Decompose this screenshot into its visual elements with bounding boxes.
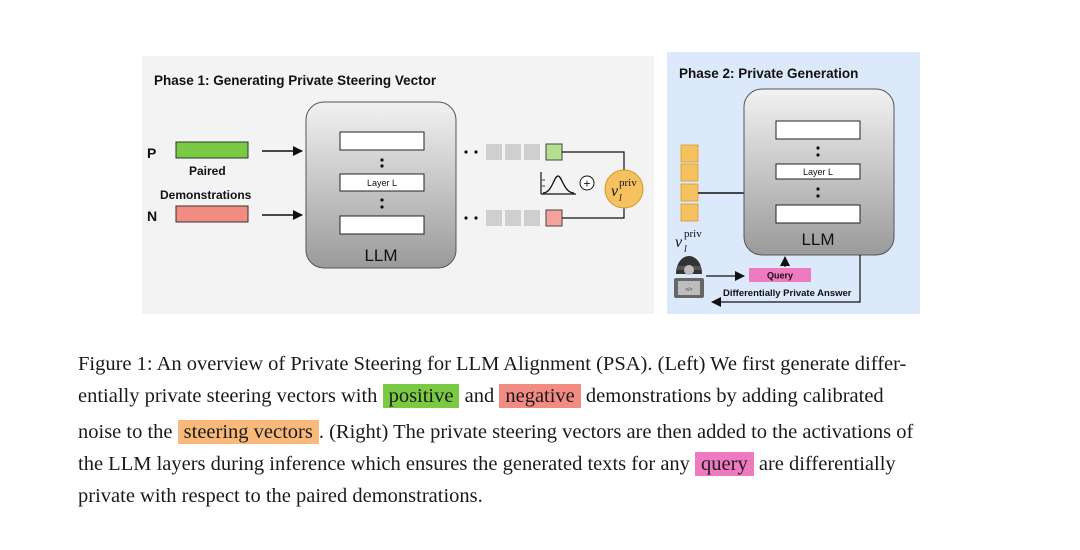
private-steering-vector-phase2: v priv l xyxy=(675,228,702,255)
phase1-title: Phase 1: Generating Private Steering Vec… xyxy=(154,73,437,88)
svg-text:+: + xyxy=(583,177,590,191)
label-p: P xyxy=(147,145,156,161)
paired-label: Paired xyxy=(189,164,226,178)
phase2-title: Phase 2: Private Generation xyxy=(679,66,858,81)
svg-text:v: v xyxy=(675,234,683,251)
llm2-layer-l xyxy=(775,163,861,180)
negative-activation-cell xyxy=(545,209,563,227)
activation-row-negative xyxy=(464,209,563,227)
negative-demo-bar xyxy=(175,205,249,223)
llm-layer-l xyxy=(339,173,425,192)
activation-row-positive xyxy=(464,143,563,161)
connector-positive xyxy=(562,151,625,170)
private-steering-vector-phase1: v priv l xyxy=(604,169,644,209)
llm-label-phase2: LLM xyxy=(801,230,834,249)
caption-line-2: entially private steering vectors with p… xyxy=(78,384,884,408)
answer-label: Differentially Private Answer xyxy=(723,288,852,299)
arrow-llm-to-answer xyxy=(711,255,861,307)
phase1-panel: Phase 1: Generating Private Steering Vec… xyxy=(142,56,654,314)
caption-line-1: Figure 1: An overview of Private Steerin… xyxy=(78,353,907,375)
gaussian-noise-icon xyxy=(540,172,576,195)
svg-text:priv: priv xyxy=(684,228,702,240)
add-noise-icon: + xyxy=(579,175,595,191)
connector-negative xyxy=(562,208,625,219)
llm-layer-bottom xyxy=(339,215,425,235)
llm2-layer-top xyxy=(775,120,861,140)
highlight-steering-vectors: steering vectors xyxy=(177,420,319,444)
svg-text:l: l xyxy=(684,244,687,255)
highlight-query: query xyxy=(695,452,754,476)
llm-box-phase2: Layer L LLM xyxy=(743,88,895,256)
figure-diagram: Phase 1: Generating Private Steering Vec… xyxy=(142,52,920,314)
layer-l-label-phase2: Layer L xyxy=(803,167,833,177)
caption-line-4: the LLM layers during inference which en… xyxy=(78,452,896,476)
hacker-user-icon: </> xyxy=(674,256,704,298)
layer-l-label: Layer L xyxy=(367,178,397,188)
llm-layer-top xyxy=(339,131,425,151)
figure-caption: Figure 1: An overview of Private Steerin… xyxy=(78,348,978,512)
positive-demo-bar xyxy=(175,141,249,159)
label-n: N xyxy=(147,208,157,224)
demonstrations-label: Demonstrations xyxy=(160,188,252,202)
caption-line-5: private with respect to the paired demon… xyxy=(78,485,483,507)
positive-activation-cell xyxy=(545,143,563,161)
llm-box-phase1: Layer L LLM xyxy=(305,101,457,269)
llm2-layer-bottom xyxy=(775,204,861,224)
steering-vector-stack xyxy=(680,144,699,222)
query-label: Query xyxy=(767,271,793,281)
phase2-panel: Phase 2: Private Generation v priv l Lay… xyxy=(667,52,920,314)
llm-label-phase1: LLM xyxy=(364,246,397,265)
svg-text:l: l xyxy=(619,193,622,204)
svg-text:v: v xyxy=(611,183,619,200)
svg-text:</>: </> xyxy=(685,287,692,293)
query-box xyxy=(749,268,811,282)
highlight-positive: positive xyxy=(382,384,460,408)
svg-text:priv: priv xyxy=(619,177,637,189)
highlight-negative: negative xyxy=(499,384,581,408)
caption-line-3: noise to the steering vectors. (Right) T… xyxy=(78,420,914,444)
